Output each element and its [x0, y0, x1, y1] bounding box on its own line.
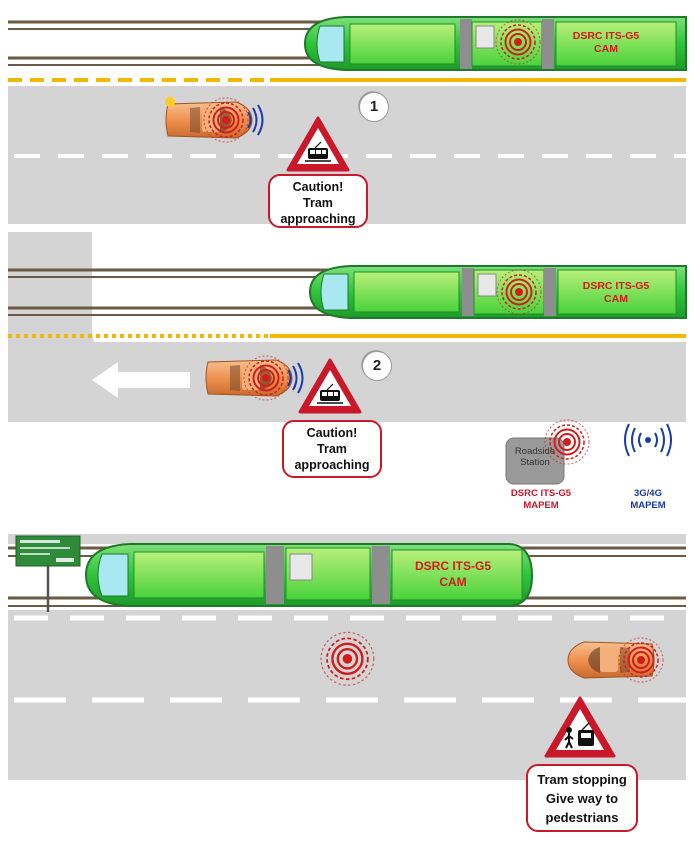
roadside-station: [505, 419, 590, 485]
cellular-mapem-label: 3G/4G MAPEM: [618, 488, 678, 512]
warning-callout-3: Tram stopping Give way to pedestrians: [526, 764, 638, 832]
pedestrian-warning-icon: [544, 696, 616, 758]
scene-3: [8, 534, 686, 780]
warning-3-line3: pedestrians: [545, 810, 619, 825]
cellular-label-line2: MAPEM: [630, 500, 666, 511]
warning-2-line2: Tram: [317, 442, 347, 456]
roadside-label-line2: Station: [520, 457, 550, 468]
warning-3-line2: Give way to: [545, 791, 619, 806]
warning-2-line3: approaching: [294, 458, 370, 472]
tram-3-label-line1: DSRC ITS-G5: [414, 559, 491, 573]
step-2-number: 2: [362, 351, 392, 381]
tram-stop-sign-icon: [15, 535, 81, 612]
tram-1-label: DSRC ITS-G5 CAM: [556, 30, 656, 56]
roadside-station-label: Roadside Station: [506, 446, 564, 468]
dsrc-mapem-label: DSRC ITS-G5 MAPEM: [496, 488, 586, 512]
warning-callout-1: Caution! Tram approaching: [268, 174, 368, 228]
tram-1: [303, 16, 687, 71]
tram-2-label-line1: DSRC ITS-G5: [582, 280, 650, 292]
warning-2-line1: Caution!: [306, 426, 358, 440]
tram-1-label-line1: DSRC ITS-G5: [572, 30, 640, 42]
tram-3-label: DSRC ITS-G5 CAM: [398, 558, 508, 590]
dsrc-label-line2: MAPEM: [523, 500, 559, 511]
tram-3: [84, 543, 534, 687]
wireless-signal-icon: [624, 423, 672, 457]
turn-arrow-icon: [92, 362, 190, 398]
tram-2-label: DSRC ITS-G5 CAM: [566, 280, 666, 306]
warning-3-line1: Tram stopping: [537, 772, 627, 787]
warning-1-line1: Caution!: [292, 180, 344, 194]
scene-2: [8, 232, 687, 485]
tram-2: [308, 265, 687, 319]
step-1-number: 1: [359, 92, 389, 122]
roadside-label-line1: Roadside: [514, 446, 556, 457]
tram-1-label-line2: CAM: [594, 43, 618, 55]
dsrc-label-line1: DSRC ITS-G5: [510, 488, 572, 499]
car-1: [165, 97, 264, 143]
warning-1-line2: Tram: [303, 196, 333, 210]
warning-1-line3: approaching: [280, 212, 356, 226]
tram-2-label-line2: CAM: [604, 293, 628, 305]
warning-callout-2: Caution! Tram approaching: [282, 420, 382, 478]
tram-3-label-line2: CAM: [439, 575, 467, 589]
cellular-label-line1: 3G/4G: [634, 488, 662, 499]
